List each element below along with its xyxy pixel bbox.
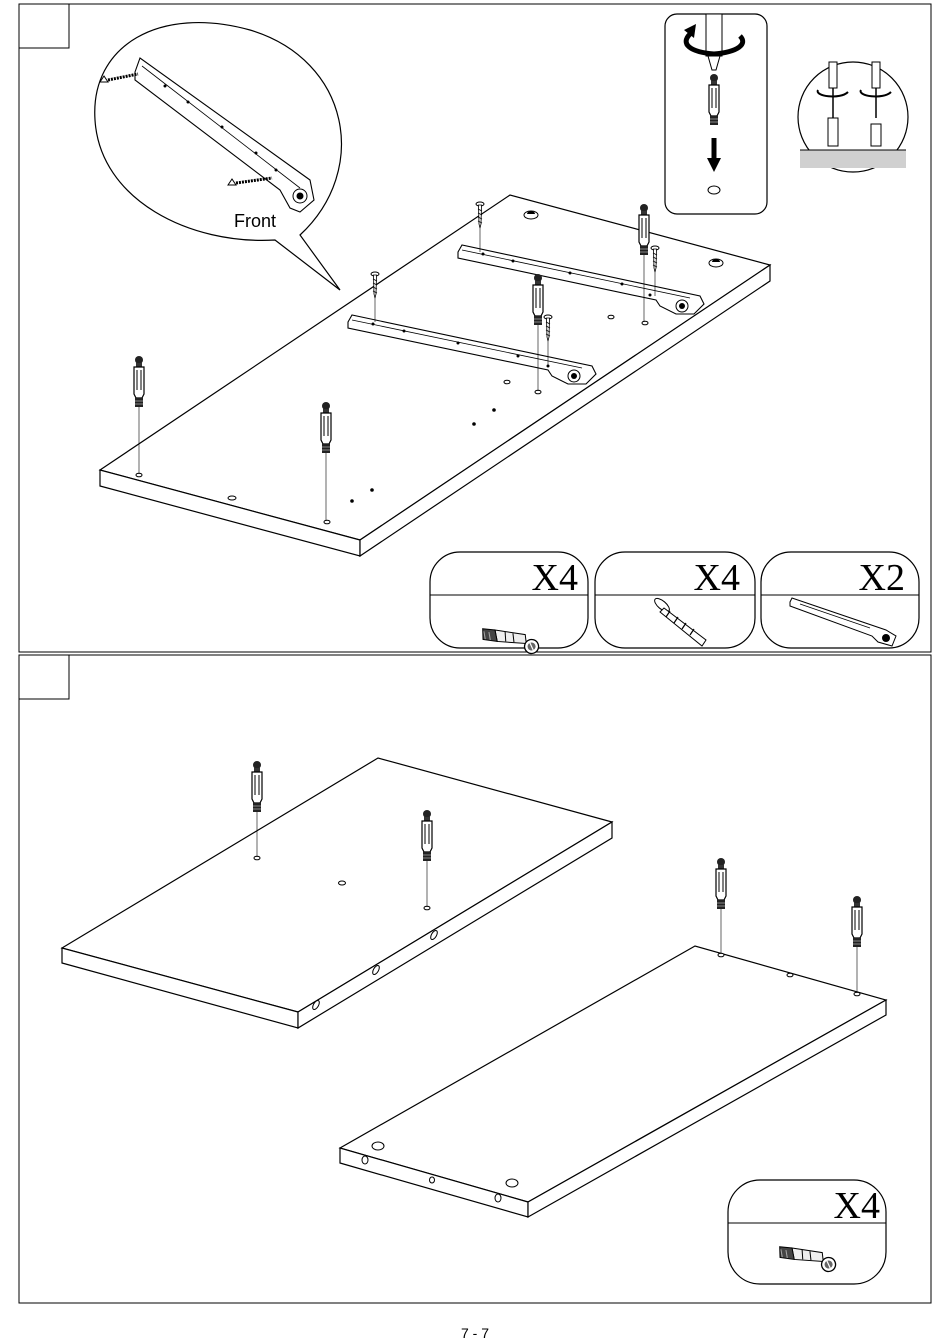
page-number: 7 - 7 (461, 1325, 489, 1341)
screw-quantity: X4 (694, 557, 740, 599)
parts-box-cam-bolt: X4 (430, 552, 588, 658)
bottom-panel-board (100, 195, 770, 556)
step-2-number-box (19, 655, 69, 699)
drawer-rail-quantity: X2 (859, 557, 905, 599)
front-rail-callout: Front (95, 23, 342, 290)
front-label: Front (234, 211, 276, 231)
side-panel-left (62, 758, 612, 1028)
side-panel-right (340, 946, 886, 1217)
parts-box-drawer-rail: X2 (761, 552, 919, 648)
cam-depth-detail-inset (798, 62, 908, 172)
step-2-panel: X4 (19, 655, 931, 1303)
parts-box-screw: X4 (595, 552, 755, 648)
parts-box-cam-bolt-step-2: X4 (728, 1180, 886, 1284)
step-1-number-box (19, 4, 69, 48)
step-1-panel: Front (19, 4, 931, 658)
cam-bolt-quantity-step-2: X4 (834, 1185, 880, 1227)
cam-bolt-quantity: X4 (532, 557, 578, 599)
screwdriver-detail-inset (665, 14, 767, 214)
